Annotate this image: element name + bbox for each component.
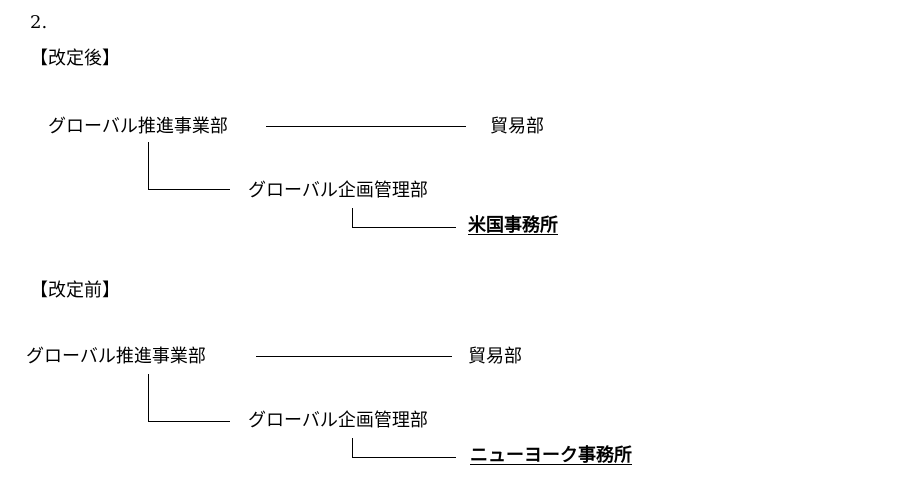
section-number: 2. — [30, 12, 48, 33]
after-label: 【改定後】 — [30, 48, 120, 69]
before-office: ニューヨーク事務所 — [470, 445, 632, 466]
before-label: 【改定前】 — [30, 280, 120, 301]
after-global-promotion-dept: グローバル推進事業部 — [48, 116, 228, 137]
after-vertical-connector — [148, 142, 149, 190]
after-connector-to-trade — [266, 126, 466, 127]
before-office-connector — [352, 457, 456, 458]
before-global-promotion-dept: グローバル推進事業部 — [26, 346, 206, 367]
before-office-vertical-connector — [352, 438, 353, 458]
after-office-vertical-connector — [352, 208, 353, 228]
before-connector-to-planning — [148, 421, 230, 422]
after-office: 米国事務所 — [468, 215, 558, 236]
after-office-connector — [352, 227, 456, 228]
before-vertical-connector — [148, 374, 149, 422]
after-connector-to-planning — [148, 189, 230, 190]
before-global-planning-dept: グローバル企画管理部 — [248, 410, 428, 431]
before-connector-to-trade — [256, 356, 452, 357]
after-trade-dept: 貿易部 — [490, 116, 544, 137]
before-trade-dept: 貿易部 — [468, 346, 522, 367]
after-global-planning-dept: グローバル企画管理部 — [248, 180, 428, 201]
